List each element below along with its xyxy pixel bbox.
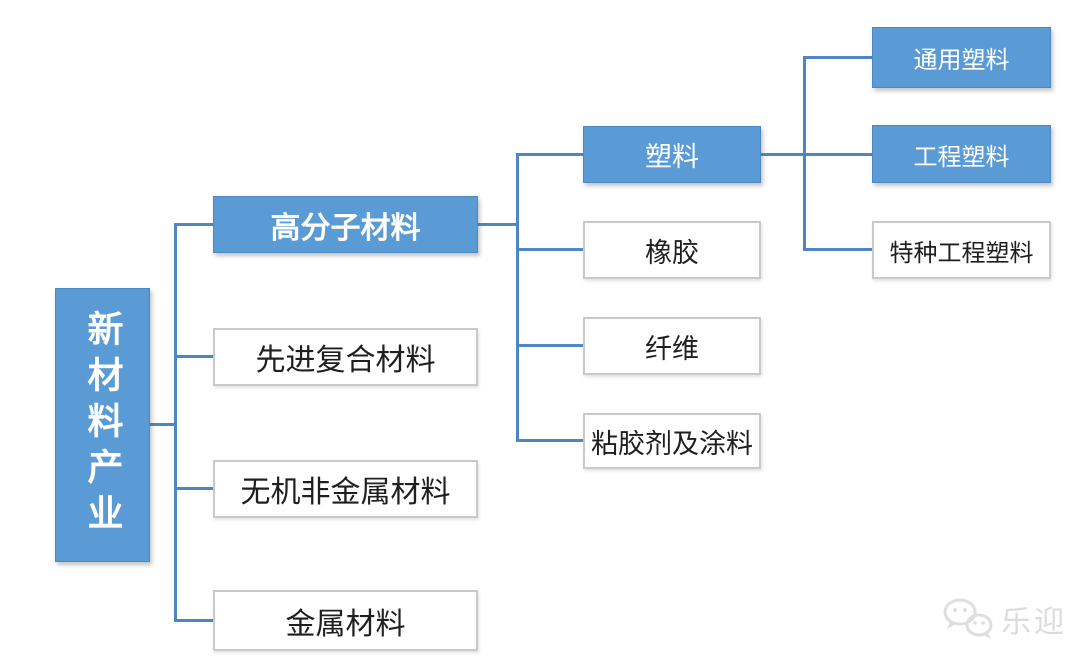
- wechat-chat-bubbles-icon: [943, 598, 993, 639]
- connector-line: [177, 619, 213, 622]
- connector-line: [803, 56, 806, 251]
- node-general-plastics: 通用塑料: [872, 27, 1051, 88]
- connector-line: [806, 56, 872, 59]
- node-label: 通用塑料: [913, 46, 1010, 74]
- connector-line: [519, 439, 583, 442]
- node-polymer-materials: 高分子材料: [213, 196, 478, 253]
- node-plastics: 塑料: [583, 126, 761, 183]
- node-label: 塑料: [645, 142, 699, 173]
- node-label: 无机非金属材料: [240, 475, 451, 510]
- node-label: 特种工程塑料: [889, 238, 1034, 267]
- watermark-text: 乐迎: [1001, 605, 1067, 640]
- node-engineering-plastics: 工程塑料: [872, 125, 1051, 183]
- connector-line: [177, 487, 213, 490]
- node-label: 先进复合材料: [255, 343, 436, 378]
- connector-line: [519, 153, 583, 156]
- connector-line: [177, 355, 213, 358]
- node-label: 橡胶: [645, 237, 699, 269]
- connector-line: [519, 344, 583, 347]
- node-adhesives-and-coatings: 粘胶剂及涂料: [583, 413, 761, 469]
- node-metal-materials: 金属材料: [213, 590, 478, 651]
- node-label: 高分子材料: [270, 210, 421, 246]
- connector-line: [174, 223, 177, 622]
- node-label: 新材料产业: [81, 310, 124, 540]
- node-label: 粘胶剂及涂料: [591, 428, 753, 460]
- connector-line: [519, 248, 583, 251]
- connector-line: [150, 423, 177, 426]
- connector-line: [177, 223, 213, 226]
- node-rubber: 橡胶: [583, 221, 761, 279]
- node-new-materials-industry: 新材料产业: [55, 288, 150, 562]
- node-label: 工程塑料: [913, 142, 1010, 171]
- watermark: 乐迎: [941, 597, 1067, 641]
- connector-line: [806, 153, 872, 156]
- connector-line: [478, 223, 519, 226]
- node-label: 金属材料: [285, 606, 406, 642]
- node-advanced-composite-materials: 先进复合材料: [213, 328, 478, 386]
- connector-line: [516, 153, 519, 442]
- connector-line: [806, 248, 872, 251]
- node-fiber: 纤维: [583, 317, 761, 375]
- node-label: 纤维: [645, 333, 699, 365]
- node-special-engineering-plastics: 特种工程塑料: [872, 221, 1051, 279]
- connector-line: [761, 153, 806, 156]
- node-inorganic-nonmetal-materials: 无机非金属材料: [213, 460, 478, 518]
